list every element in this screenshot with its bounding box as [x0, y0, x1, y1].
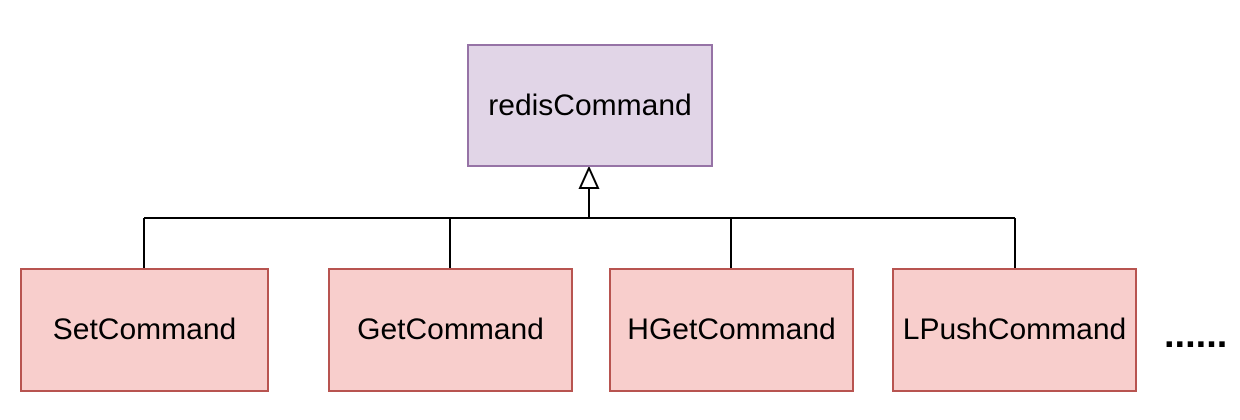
- node-setcommand-label: SetCommand: [52, 313, 237, 346]
- node-lpushcommand-label: LPushCommand: [902, 313, 1127, 346]
- inheritance-arrowhead-icon: [578, 165, 600, 189]
- node-getcommand-label: GetCommand: [357, 313, 544, 346]
- node-hgetcommand-label: HGetCommand: [627, 313, 836, 346]
- node-hgetcommand: HGetCommand: [609, 268, 854, 392]
- node-lpushcommand: LPushCommand: [892, 268, 1137, 392]
- node-setcommand: SetCommand: [20, 268, 269, 392]
- node-rediscommand-label: redisCommand: [488, 88, 692, 122]
- node-getcommand: GetCommand: [328, 268, 573, 392]
- ellipsis-label: ......: [1164, 314, 1228, 356]
- node-rediscommand: redisCommand: [467, 44, 713, 167]
